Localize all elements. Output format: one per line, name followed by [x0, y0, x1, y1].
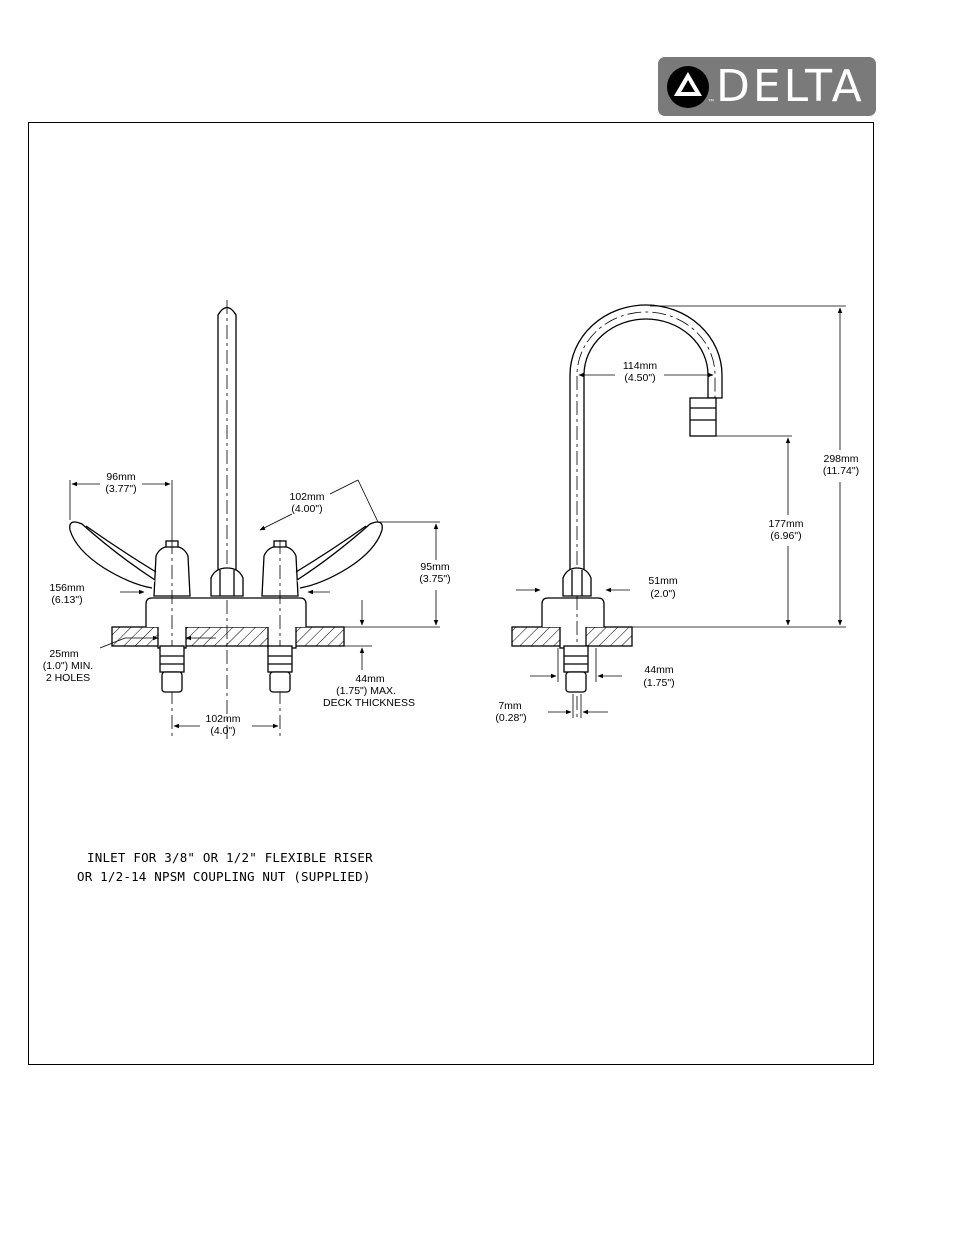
front-base: [145, 597, 307, 627]
side-base: [541, 597, 605, 627]
dim-44b-mm: 44mm: [644, 664, 673, 676]
dim-44a-mm: 44mm: [355, 673, 384, 685]
dim-156-mm: 156mm: [49, 582, 84, 594]
dim-177-mm: 177mm: [768, 518, 803, 530]
side-deck: [511, 624, 633, 649]
dim-96-in: (3.77"): [105, 483, 136, 495]
dim-7-in: (0.28"): [495, 712, 526, 724]
side-gooseneck: [569, 304, 723, 572]
dim-114-in: (4.50"): [624, 372, 655, 384]
dim-96-mm: 96mm: [106, 471, 135, 483]
dim-177-in: (6.96"): [770, 530, 801, 542]
dim-44a-note: DECK THICKNESS: [323, 697, 415, 709]
front-deck: [111, 624, 345, 649]
dim-102a-mm: 102mm: [289, 491, 324, 503]
dim-7-mm: 7mm: [498, 700, 522, 712]
dim-114-mm: 114mm: [623, 360, 657, 372]
inlet-note-line-2: OR 1/2-14 NPSM COUPLING NUT (SUPPLIED): [77, 869, 371, 884]
dim-156-in: (6.13"): [51, 594, 82, 606]
dim-44b-in: (1.75"): [643, 677, 674, 689]
dim-25-in: (1.0") MIN.: [43, 660, 93, 672]
delta-triangle-icon: [667, 66, 709, 108]
dim-102b-mm: 102mm: [205, 713, 240, 725]
dim-51-in: (2.0"): [650, 588, 675, 600]
logo-trademark: ™: [708, 99, 714, 105]
dim-298-mm: 298mm: [823, 453, 858, 465]
dim-95-in: (3.75"): [419, 573, 450, 585]
drawing-frame: [28, 122, 874, 1065]
logo-wordmark: DELTA: [716, 61, 865, 112]
delta-logo: ™ DELTA: [658, 57, 876, 116]
dim-25-holes: 2 HOLES: [46, 672, 90, 684]
dim-102b-in: (4.0"): [210, 725, 235, 737]
dim-44a-in: (1.75") MAX.: [336, 685, 396, 697]
dim-95-mm: 95mm: [420, 561, 449, 573]
dim-25-mm: 25mm: [49, 648, 78, 660]
dim-102a-in: (4.00"): [291, 503, 322, 515]
dim-298-in: (11.74"): [823, 465, 859, 477]
inlet-note-line-1: INLET FOR 3/8" OR 1/2" FLEXIBLE RISER: [87, 850, 373, 865]
dim-51-mm: 51mm: [648, 575, 677, 587]
